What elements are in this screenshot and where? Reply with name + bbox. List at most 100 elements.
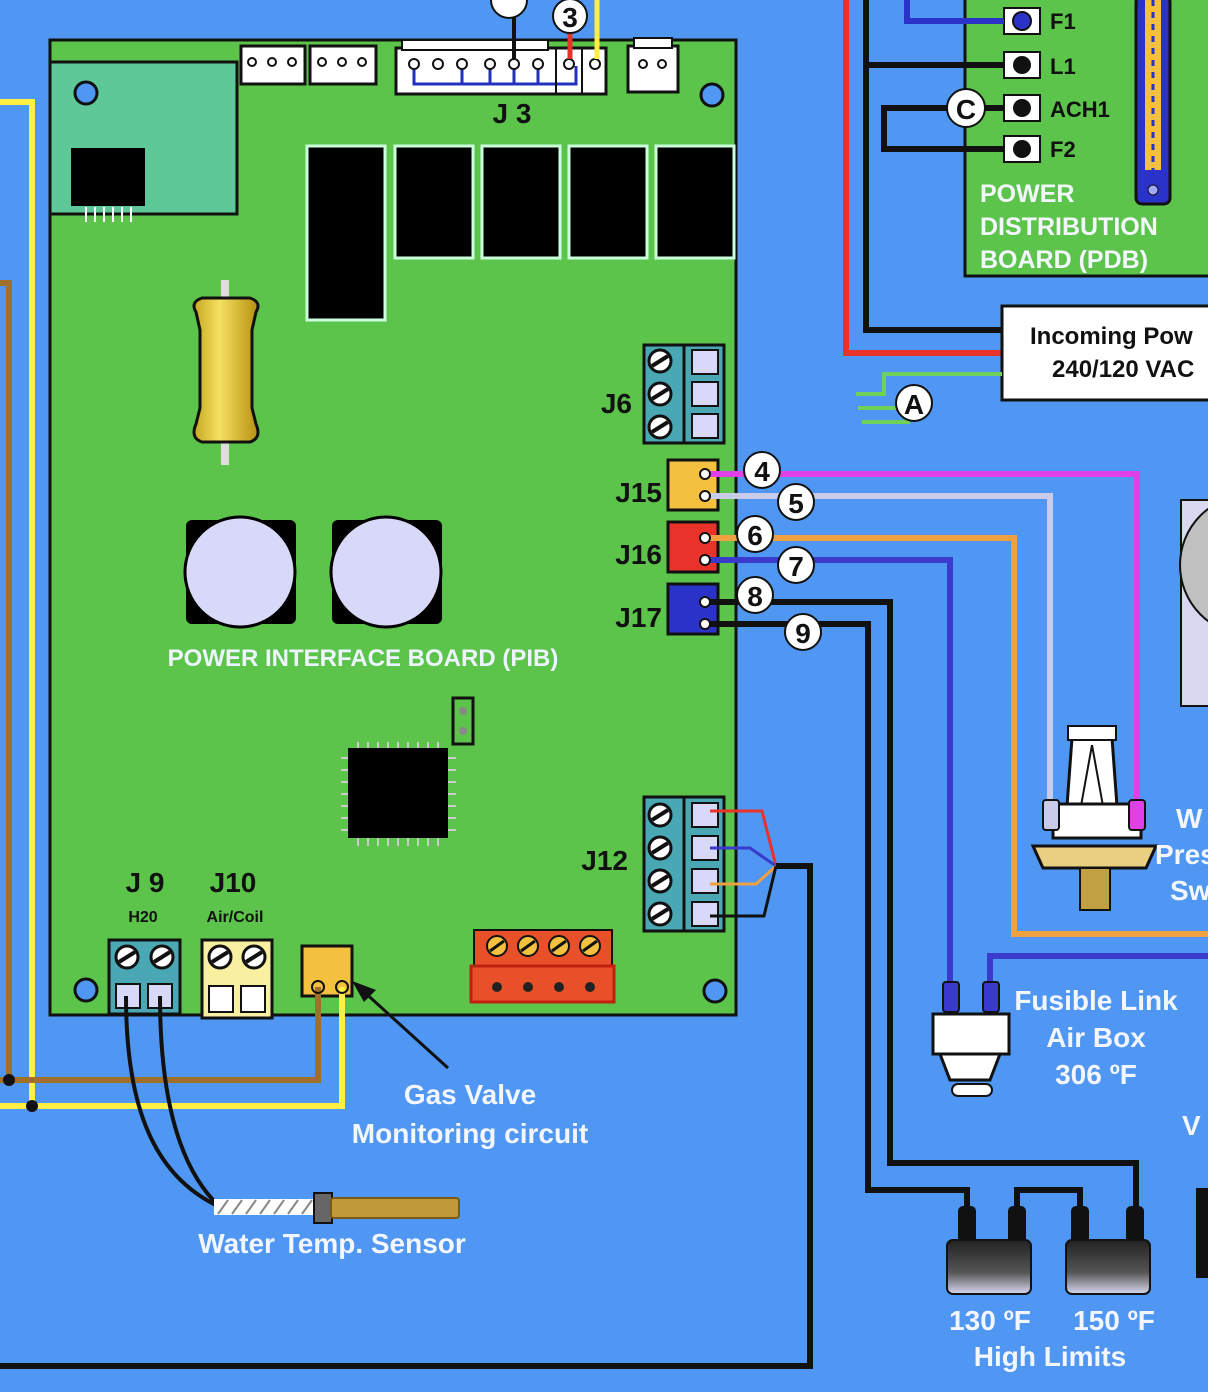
capacitor-1 xyxy=(183,515,297,629)
fusible-label-1: Fusible Link xyxy=(1014,985,1178,1016)
pressure-switch-label-3: Sw xyxy=(1170,875,1208,906)
relay-3 xyxy=(480,144,562,260)
high-limit-130 xyxy=(946,1206,1032,1295)
sensor-wire-1 xyxy=(124,995,221,1209)
pin xyxy=(699,532,711,544)
pdb-terminal-l1 xyxy=(1003,51,1041,79)
black-limit-jumper xyxy=(1014,1187,1083,1218)
marker-6-label: 6 xyxy=(747,520,763,551)
fusible-link xyxy=(931,981,1011,1097)
partial-component-right xyxy=(1196,1188,1208,1278)
gas-valve-label-1: Gas Valve xyxy=(404,1079,536,1110)
brown-gas-valve-wire xyxy=(9,987,321,1083)
j12-black-wire xyxy=(710,865,778,918)
j12-main-wire xyxy=(0,863,813,1369)
marker-7: 7 xyxy=(777,546,815,584)
j10-label: J10 xyxy=(210,867,257,898)
pin xyxy=(699,490,711,502)
j12-blue-wire xyxy=(710,846,777,868)
marker-c: C xyxy=(946,88,986,128)
incoming-power-line-2: 240/120 VAC xyxy=(1052,356,1194,383)
pin xyxy=(699,618,711,630)
limit-130-label: 130 ºF xyxy=(949,1305,1031,1336)
ground-wire-1 xyxy=(856,372,1002,396)
brown-left-wire xyxy=(0,280,12,1083)
pdb-terminal-label: L1 xyxy=(1050,54,1076,79)
mount-hole xyxy=(699,82,725,108)
black-wire-8 xyxy=(705,599,1139,1218)
magenta-wire xyxy=(705,471,1140,806)
gas-valve-label-2: Monitoring circuit xyxy=(352,1118,588,1149)
marker-3: 3 xyxy=(552,0,588,34)
j9-sublabel: H20 xyxy=(128,909,157,926)
j12-red-wire xyxy=(710,809,778,867)
orange-wire xyxy=(705,535,1208,937)
red-terminal-strip xyxy=(469,929,616,1004)
j12-orange-wire xyxy=(710,864,778,886)
relay-2 xyxy=(393,144,475,260)
black-power-wire xyxy=(863,0,1002,333)
gas-pin xyxy=(311,980,325,994)
marker-a-label: A xyxy=(904,389,924,420)
jumper-header xyxy=(451,696,475,746)
pdb-terminal-label: F1 xyxy=(1050,9,1076,34)
pib-title: POWER INTERFACE BOARD (PIB) xyxy=(168,645,559,672)
j9-terminal xyxy=(107,938,182,1016)
black-ach1-wire xyxy=(881,105,1004,152)
pdb-title-2: DISTRIBUTION xyxy=(980,213,1158,241)
j3-label: J 3 xyxy=(493,98,532,129)
capacitor-2 xyxy=(329,515,443,629)
pin xyxy=(699,468,711,480)
mount-hole xyxy=(73,80,99,106)
junction-dot xyxy=(3,1074,15,1086)
blue-f1-wire xyxy=(904,0,1004,24)
pressure-switch-label-1: W xyxy=(1176,803,1203,834)
module-pins xyxy=(85,207,132,222)
junction-dot xyxy=(26,1100,38,1112)
marker-8: 8 xyxy=(736,576,774,614)
marker-7-label: 7 xyxy=(788,551,804,582)
j16-label: J16 xyxy=(615,539,662,570)
pressure-switch-label-2: Pres xyxy=(1155,839,1208,870)
gas-pin xyxy=(335,980,349,994)
j15-connector xyxy=(666,458,720,512)
yellow-left-wire xyxy=(0,99,35,1109)
j17-label: J17 xyxy=(615,602,662,633)
marker-9-label: 9 xyxy=(795,618,811,649)
gas-valve-arrow xyxy=(360,988,450,1070)
incoming-power-line-1: Incoming Pow xyxy=(1030,323,1193,350)
j3-connector xyxy=(394,39,608,96)
blue-fusible-wire xyxy=(987,953,1208,992)
high-limit-150 xyxy=(1065,1206,1151,1295)
pdb-terminal-label: F2 xyxy=(1050,137,1076,162)
j10-sublabel: Air/Coil xyxy=(207,909,264,926)
marker-9: 9 xyxy=(784,613,822,651)
pdb-fuse-strip xyxy=(1134,0,1172,206)
gas-valve-connector xyxy=(300,944,354,998)
module-chip xyxy=(71,148,145,206)
pdb-terminal-label: ACH1 xyxy=(1050,97,1110,122)
pdb-title-1: POWER xyxy=(980,180,1074,208)
water-temp-sensor xyxy=(214,1192,460,1224)
high-limits-label: High Limits xyxy=(974,1341,1126,1372)
marker-10-partial xyxy=(490,0,528,19)
j12-label: J12 xyxy=(581,845,628,876)
v-label-cut: V xyxy=(1182,1110,1201,1141)
fuse-component xyxy=(192,280,260,465)
mount-hole xyxy=(702,978,728,1004)
fusible-label-3: 306 ºF xyxy=(1055,1059,1137,1090)
pdb-terminal-f1 xyxy=(1003,7,1041,35)
pin xyxy=(699,596,711,608)
marker-6: 6 xyxy=(736,515,774,553)
incoming-power-box xyxy=(1000,304,1208,402)
microcontroller-chip xyxy=(341,742,456,846)
fusible-label-2: Air Box xyxy=(1046,1022,1146,1053)
relay-4 xyxy=(567,144,649,260)
water-temp-label: Water Temp. Sensor xyxy=(198,1228,466,1259)
relay-1 xyxy=(305,144,387,322)
lightgray-wire xyxy=(705,493,1053,806)
gas-valve-arrowhead xyxy=(352,981,376,1002)
marker-5-label: 5 xyxy=(788,488,804,519)
sensor-wire-2 xyxy=(158,995,222,1209)
pin xyxy=(699,554,711,566)
